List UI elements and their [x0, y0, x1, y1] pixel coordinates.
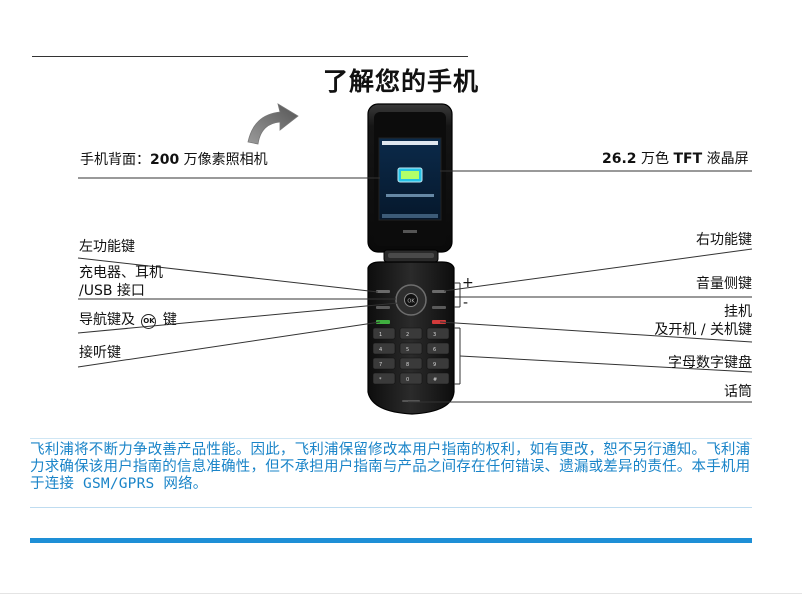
callout-lines [77, 170, 753, 403]
nav-key-label: 导航键及 OK 键 [79, 312, 177, 329]
volume-plus-label: + [462, 275, 474, 291]
svg-text:#: # [433, 377, 437, 383]
hangup-key-label-line1: 挂机 [724, 304, 752, 320]
back-camera-arrow [247, 103, 299, 145]
ok-icon: OK [141, 314, 157, 329]
volume-key-label: 音量侧键 [696, 276, 752, 292]
svg-text:3: 3 [433, 332, 436, 338]
notice-bottom-rule [30, 507, 752, 508]
svg-text:7: 7 [379, 362, 382, 368]
keypad-label: 字母数字键盘 [668, 355, 752, 371]
svg-text:*: * [379, 377, 382, 383]
phone-lower-body: OK 1 2 3 4 5 6 7 8 9 * 0 # [367, 261, 455, 415]
hangup-key-label-line2: 及开机 / 关机键 [654, 322, 752, 338]
call-key-label: 接听键 [79, 345, 121, 361]
svg-text:8: 8 [406, 362, 409, 368]
svg-text:5: 5 [406, 347, 409, 353]
disclaimer-notice: 飞利浦将不断力争改善产品性能。因此，飞利浦保留修改本用户指南的权利，如有更改，恕… [30, 442, 751, 492]
volume-minus-label: - [463, 295, 469, 311]
svg-text:4: 4 [379, 347, 382, 353]
back-camera-label: 手机背面：200 万像素照相机 [80, 152, 268, 168]
notice-top-rule [30, 438, 752, 439]
svg-text:OK: OK [407, 299, 415, 305]
phone-upper-lid [367, 103, 453, 253]
ok-key [404, 293, 418, 307]
left-soft-key-label: 左功能键 [79, 239, 135, 255]
page-bottom-rule [0, 593, 802, 594]
svg-text:1: 1 [379, 332, 382, 338]
page-title: 了解您的手机 [322, 67, 479, 96]
accent-bar [30, 538, 752, 543]
charger-port-label-line2: /USB 接口 [79, 283, 145, 299]
svg-text:6: 6 [433, 347, 436, 353]
microphone-label: 话筒 [724, 384, 752, 400]
keypad-grid [372, 327, 450, 385]
screen-label: 26.2 万色 TFT 液晶屏 [602, 151, 749, 167]
svg-text:9: 9 [433, 362, 436, 368]
svg-text:2: 2 [406, 332, 409, 338]
right-soft-key-label: 右功能键 [696, 232, 752, 248]
svg-text:0: 0 [406, 377, 409, 383]
top-rule [32, 56, 468, 57]
charger-port-label-line1: 充电器、耳机 [79, 265, 163, 281]
